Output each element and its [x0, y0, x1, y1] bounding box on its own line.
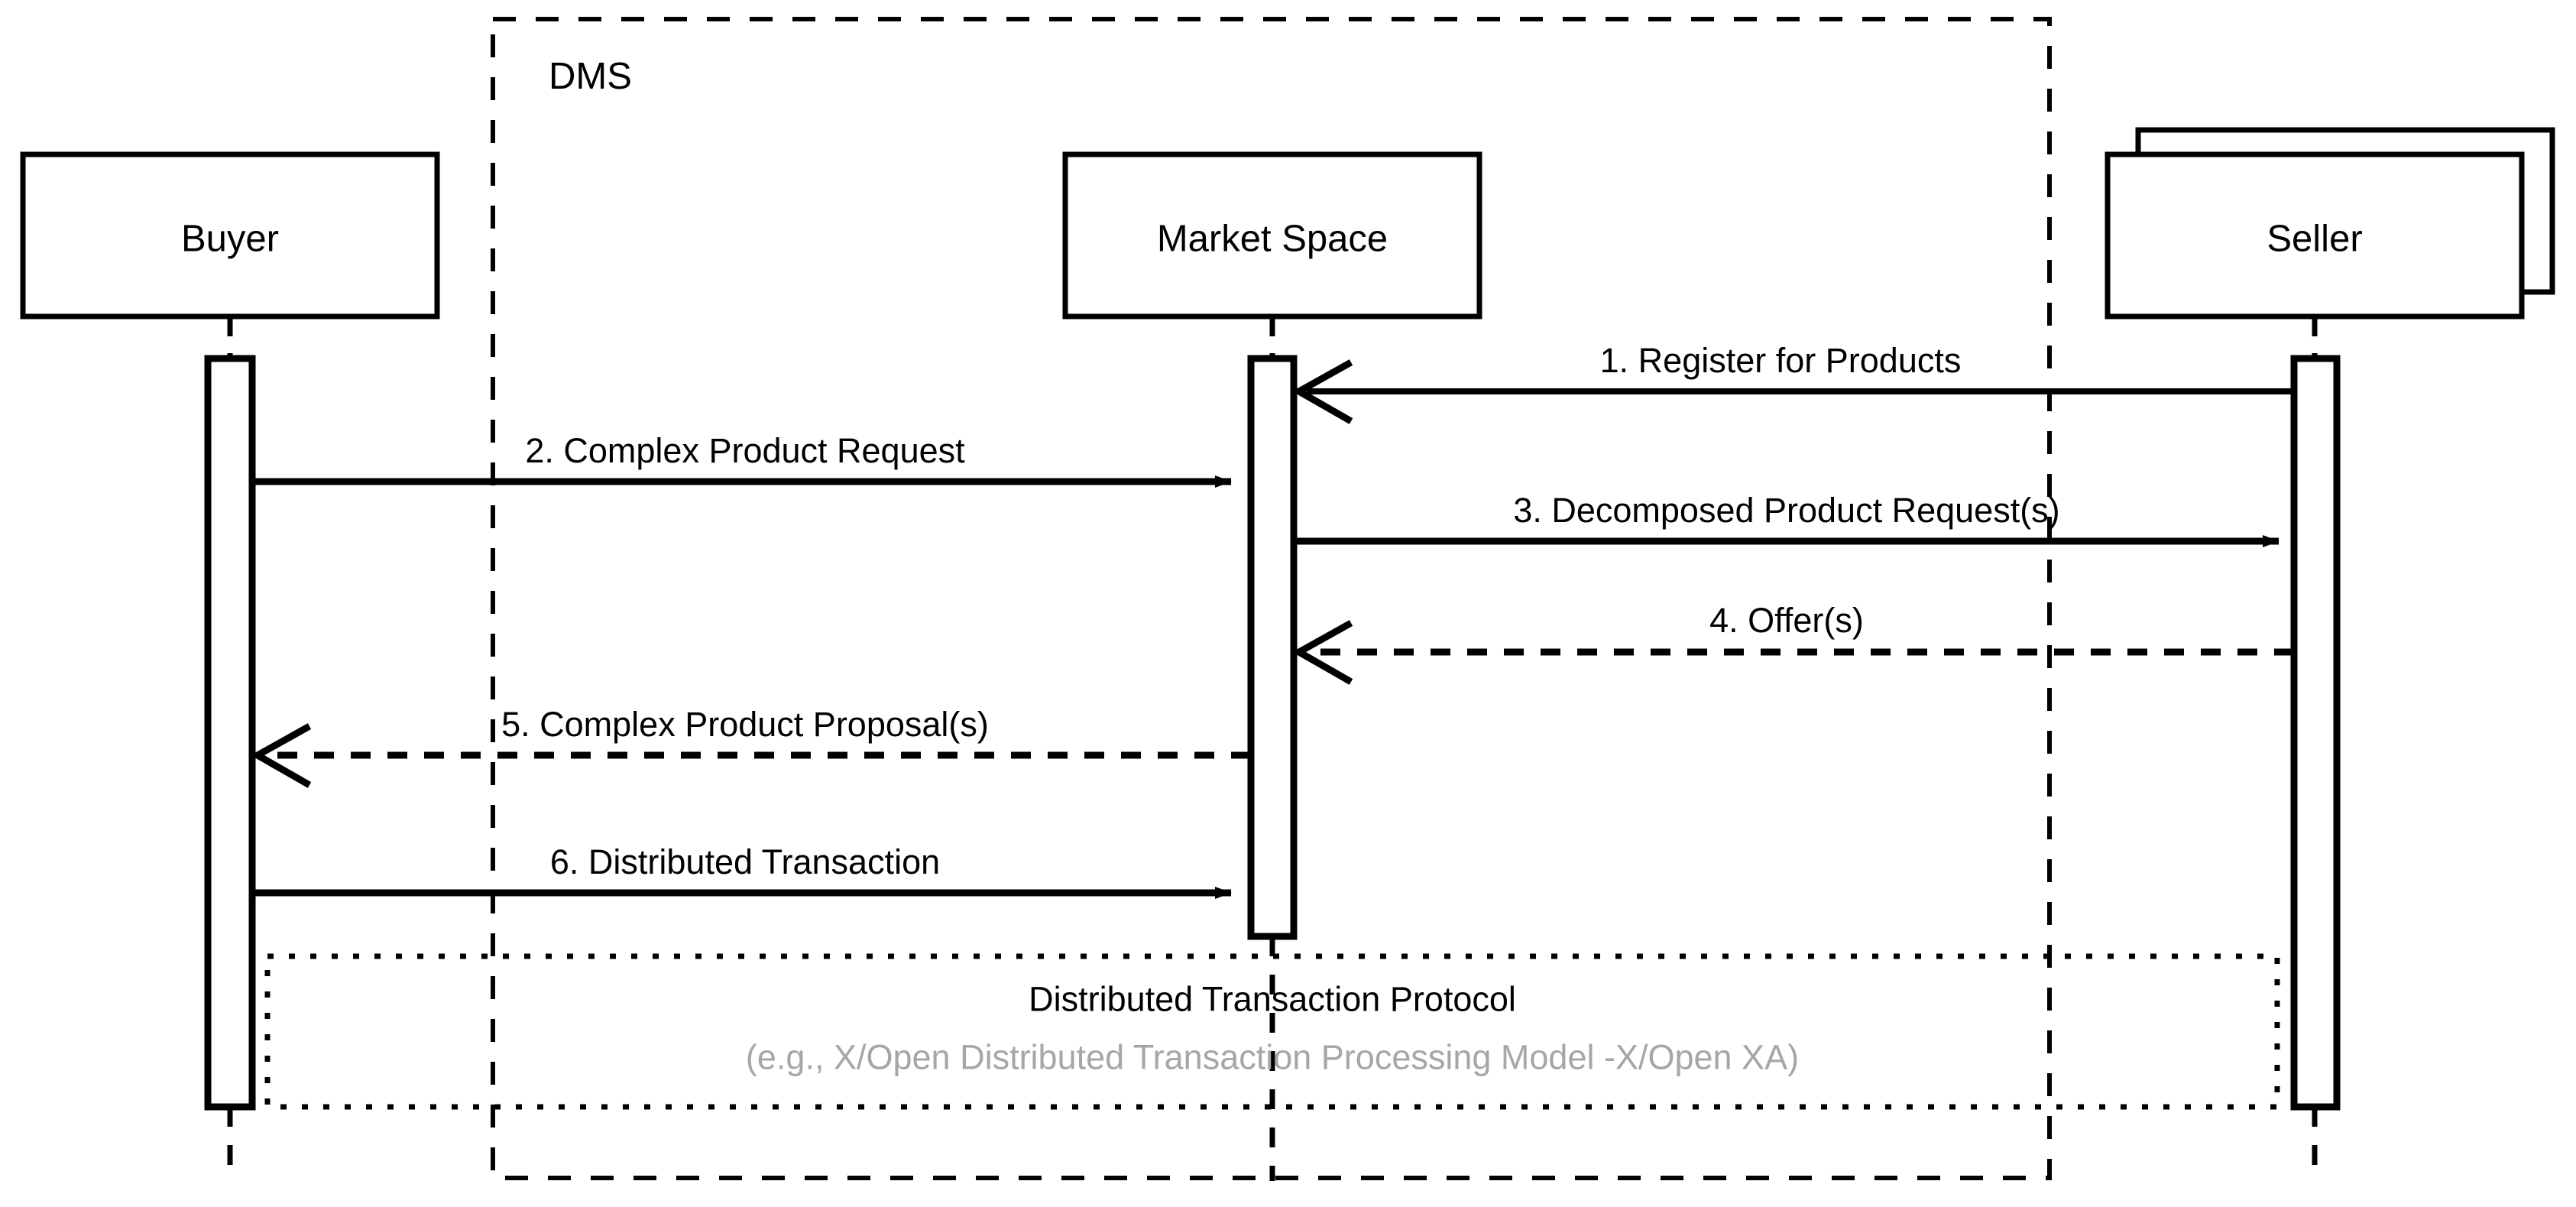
lifeline-label-market-space: Market Space	[1156, 218, 1388, 260]
message-label-4: 4. Offer(s)	[1709, 601, 1864, 640]
protocol-note-title: Distributed Transaction Protocol	[1029, 979, 1516, 1019]
lifeline-head-buyer[interactable]	[20, 151, 440, 320]
message-arrowhead-4	[1291, 620, 1353, 685]
lifeline-label-buyer: Buyer	[180, 218, 280, 260]
lifeline-head-market-space[interactable]	[1062, 151, 1482, 320]
message-label-5: 5. Complex Product Proposal(s)	[501, 705, 989, 744]
protocol-note-subtitle: (e.g., X/Open Distributed Transaction Pr…	[745, 1037, 1800, 1077]
activation-bar-seller	[2290, 355, 2341, 1111]
lifeline-label-seller: Seller	[2267, 218, 2363, 260]
message-label-3: 3. Decomposed Product Request(s)	[1513, 491, 2060, 530]
activation-bar-buyer	[204, 355, 256, 1111]
lifeline-head-seller[interactable]	[2105, 151, 2525, 320]
message-label-2: 2. Complex Product Request	[525, 431, 965, 470]
message-label-6: 6. Distributed Transaction	[549, 842, 941, 881]
dms-frame-boundary	[491, 17, 2052, 1180]
dms-frame-label: DMS	[549, 56, 632, 97]
message-label-1: 1. Register for Products	[1599, 341, 1962, 380]
activation-bar-market-space	[1247, 355, 1298, 940]
message-arrowhead-1	[1291, 359, 1353, 424]
message-arrowhead-5	[250, 723, 312, 788]
